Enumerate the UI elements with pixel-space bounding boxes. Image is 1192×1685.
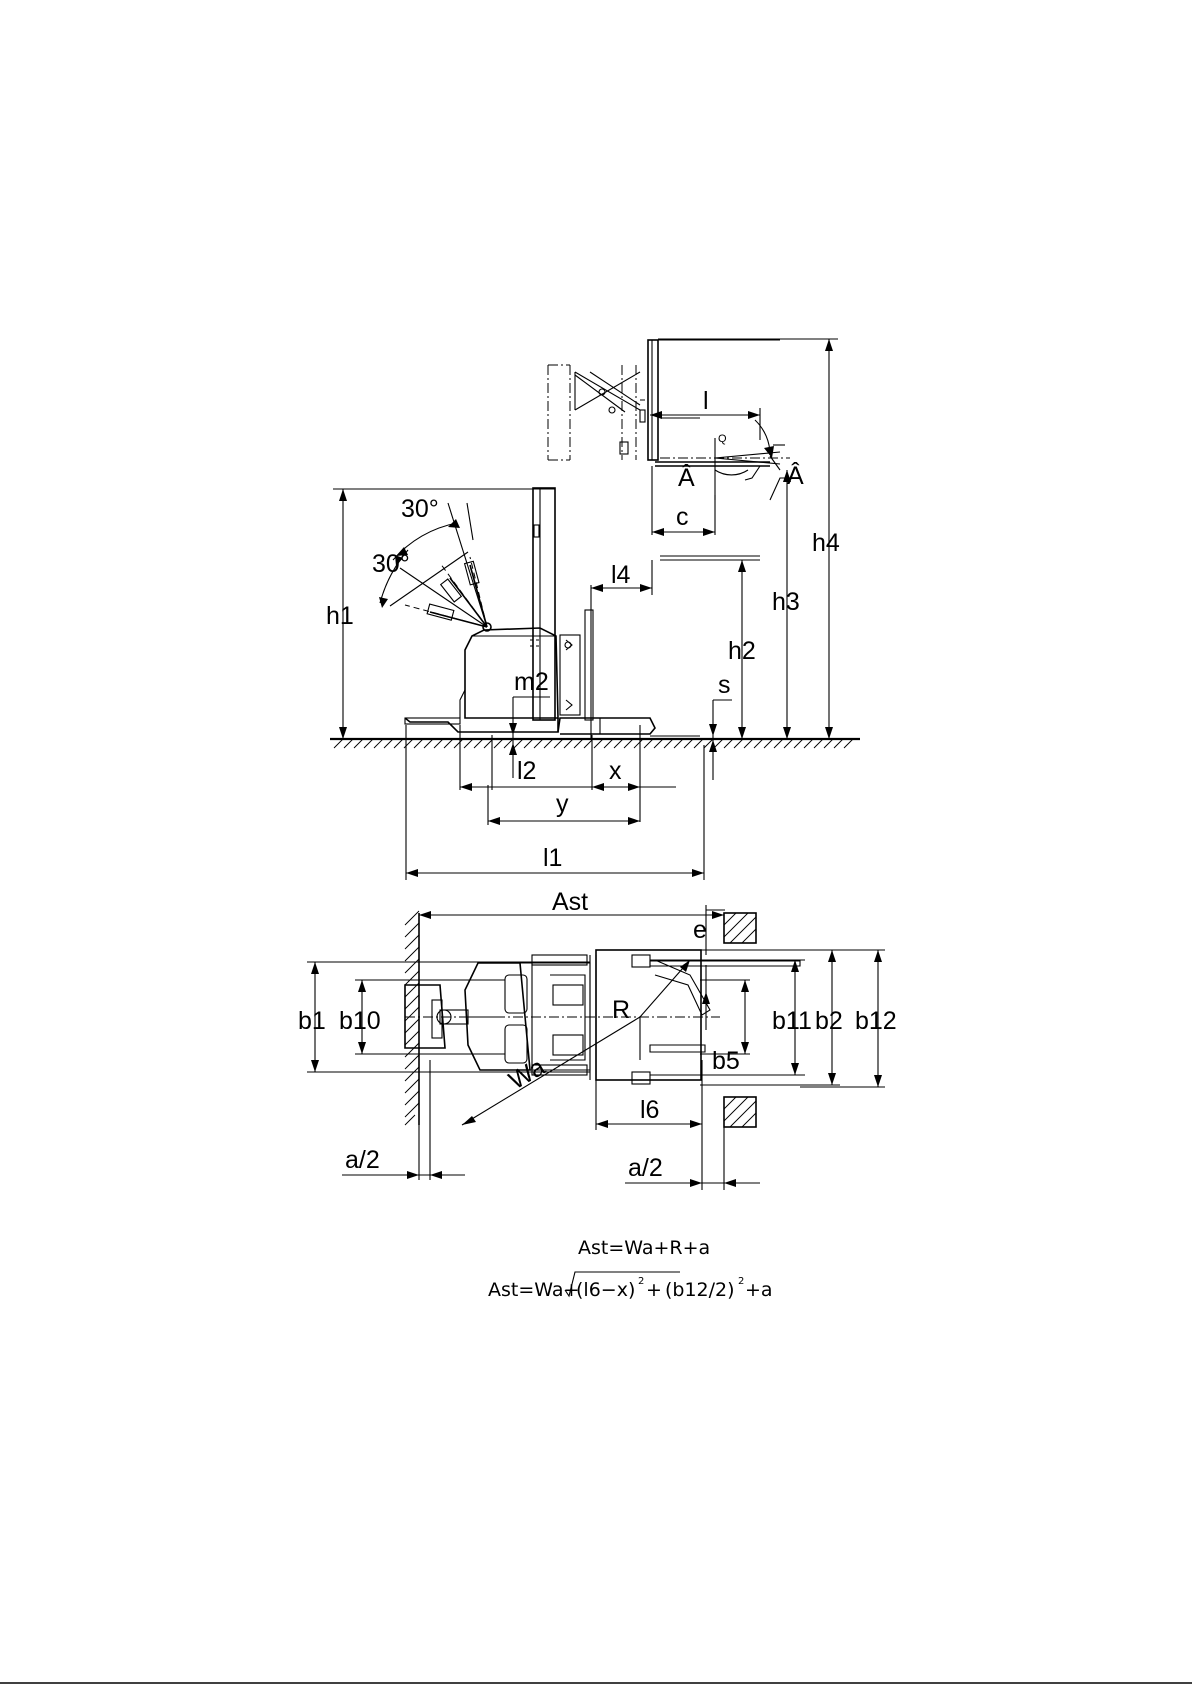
label-c: c: [676, 503, 689, 531]
label-b10: b10: [339, 1007, 381, 1035]
label-l1: l1: [543, 844, 562, 872]
label-a2-right: a/2: [628, 1154, 663, 1182]
side-view: l Q Â Â c h4 h3 h2 h1 l4 30° 30° m2 s l2…: [326, 339, 860, 880]
label-ast: Ast: [552, 888, 588, 916]
raised-carriage: [548, 340, 780, 470]
fork-left-top: [650, 961, 800, 966]
fork-right-top: [650, 1045, 705, 1052]
label-h1: h1: [326, 602, 354, 630]
label-a2-left: a/2: [345, 1146, 380, 1174]
left-wall-hatching: [405, 911, 419, 1125]
label-m2: m2: [514, 668, 549, 696]
label-wa: Wa: [504, 1053, 550, 1096]
label-l4: l4: [611, 561, 631, 589]
label-b12: b12: [855, 1007, 897, 1035]
label-angle-lower: 30°: [372, 550, 410, 578]
label-h3: h3: [772, 588, 800, 616]
formula-square-1: 2: [638, 1276, 644, 1287]
label-h4: h4: [812, 529, 840, 557]
wa-radius-line: [462, 1017, 640, 1125]
label-x: x: [609, 757, 622, 785]
label-b2: b2: [815, 1007, 843, 1035]
ground-hatching: [334, 739, 853, 748]
formula-line-2-plus: +: [646, 1279, 662, 1301]
label-h2: h2: [728, 637, 756, 665]
vent-icon: [530, 640, 539, 646]
label-l6: l6: [640, 1096, 659, 1124]
label-a-right: Â: [787, 461, 804, 490]
label-angle-upper: 30°: [401, 495, 439, 523]
label-l2: l2: [517, 757, 536, 785]
label-r: R: [612, 996, 630, 1024]
truck-body: [405, 488, 700, 739]
formula-line-2-part1: (l6−x): [576, 1279, 635, 1301]
label-b11: b11: [772, 1007, 812, 1035]
label-l: l: [703, 387, 709, 415]
label-a-left: Â: [678, 463, 695, 492]
label-y: y: [556, 790, 569, 818]
label-q: Q: [718, 433, 727, 445]
top-view: Ast e b1 b10 R b11 b2 b12 b5 Wa l6 a/2 a…: [298, 888, 897, 1190]
label-e: e: [693, 916, 707, 944]
right-wall-lower: [724, 1097, 756, 1127]
formula-line-2-prefix: Ast=Wa+: [488, 1279, 579, 1301]
formulas: Ast=Wa+R+a Ast=Wa+ (l6−x) 2 + (b12/2) 2 …: [488, 1237, 773, 1301]
label-b5: b5: [712, 1047, 740, 1075]
formula-line-2-part2: (b12/2): [665, 1279, 735, 1301]
right-wall-upper: [724, 913, 756, 943]
formula-line-1: Ast=Wa+R+a: [578, 1237, 710, 1259]
formula-line-2-suffix: +a: [745, 1279, 773, 1301]
formula-square-2: 2: [738, 1276, 744, 1287]
label-b1: b1: [298, 1007, 326, 1035]
label-s: s: [718, 671, 731, 699]
